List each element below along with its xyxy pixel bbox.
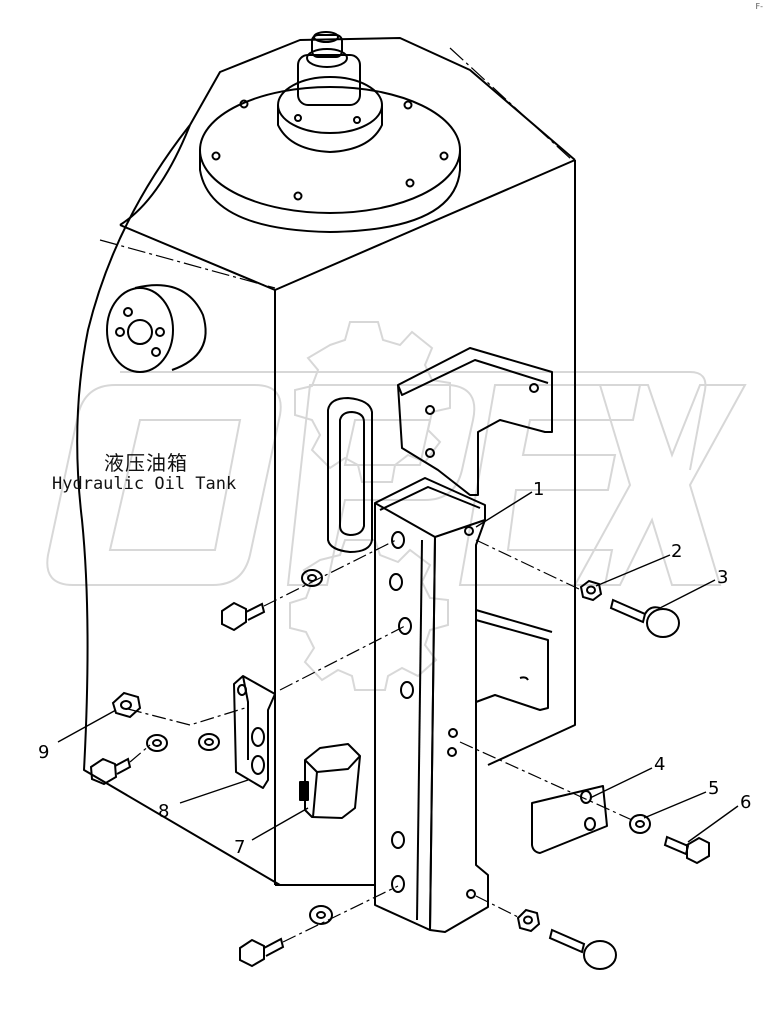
callout-5: 5 xyxy=(708,778,719,799)
tank-shoulder-curve xyxy=(119,124,191,226)
washer-lower-left xyxy=(309,905,333,925)
plate-part-4 xyxy=(531,785,608,854)
tank-bracket-lower xyxy=(475,609,553,711)
bolt-left-lower xyxy=(89,757,132,786)
nut-lower-right xyxy=(516,908,541,933)
watermark-letter-x xyxy=(573,384,747,586)
mounting-bracket-part-1 xyxy=(374,477,489,933)
corner-mark: F- xyxy=(755,2,764,11)
bolt-lower-right xyxy=(548,928,617,970)
nut-part-9 xyxy=(111,691,142,719)
tank-right-edge xyxy=(487,160,576,766)
hydraulic-tank xyxy=(76,37,576,886)
tank-top-edge xyxy=(189,37,576,161)
callout-3: 3 xyxy=(717,567,728,588)
bolt-part-3 xyxy=(609,598,680,638)
tank-slot-opening xyxy=(327,396,373,554)
callout-6: 6 xyxy=(740,792,751,813)
tank-hidden-edges xyxy=(99,47,573,289)
rubber-pad-part-7 xyxy=(299,743,361,819)
watermark-gear-icon xyxy=(294,321,451,483)
fasteners xyxy=(89,569,710,970)
watermark-logo xyxy=(46,321,747,691)
small-bracket-part-8 xyxy=(233,675,276,789)
callout-1: 1 xyxy=(533,479,544,500)
watermark-gear-lower xyxy=(289,539,449,691)
callout-2: 2 xyxy=(671,541,682,562)
tank-top-front-edge xyxy=(119,159,576,291)
callout-9: 9 xyxy=(38,742,49,763)
callout-7: 7 xyxy=(234,837,245,858)
tank-left-curve xyxy=(76,124,281,886)
washer-left-1 xyxy=(146,734,168,752)
washer-part-5 xyxy=(629,814,651,834)
tank-bracket-upper xyxy=(397,347,553,496)
callout-4: 4 xyxy=(654,754,665,775)
watermark-letter-e xyxy=(458,384,642,586)
assembly-centerlines xyxy=(127,539,633,943)
callout-8: 8 xyxy=(158,801,169,822)
watermark-frame xyxy=(120,371,707,471)
bolt-upper-left xyxy=(221,601,266,632)
tank-side-boss xyxy=(106,284,207,373)
watermark-letter-p xyxy=(286,384,476,586)
watermark-letter-o xyxy=(46,384,282,586)
tank-label-chinese: 液压油箱 xyxy=(104,451,188,475)
bolt-part-6 xyxy=(663,835,710,865)
nut-part-2 xyxy=(579,579,603,602)
washer-upper-left xyxy=(301,569,323,587)
callout-leaders xyxy=(57,491,739,843)
tank-label-english: Hydraulic Oil Tank xyxy=(52,474,237,494)
washer-left-2 xyxy=(198,733,220,751)
tank-filler-flange xyxy=(199,31,461,234)
callout-numbers: 1 2 3 4 5 6 7 8 9 xyxy=(38,479,751,858)
bolt-lower-left xyxy=(239,937,285,968)
